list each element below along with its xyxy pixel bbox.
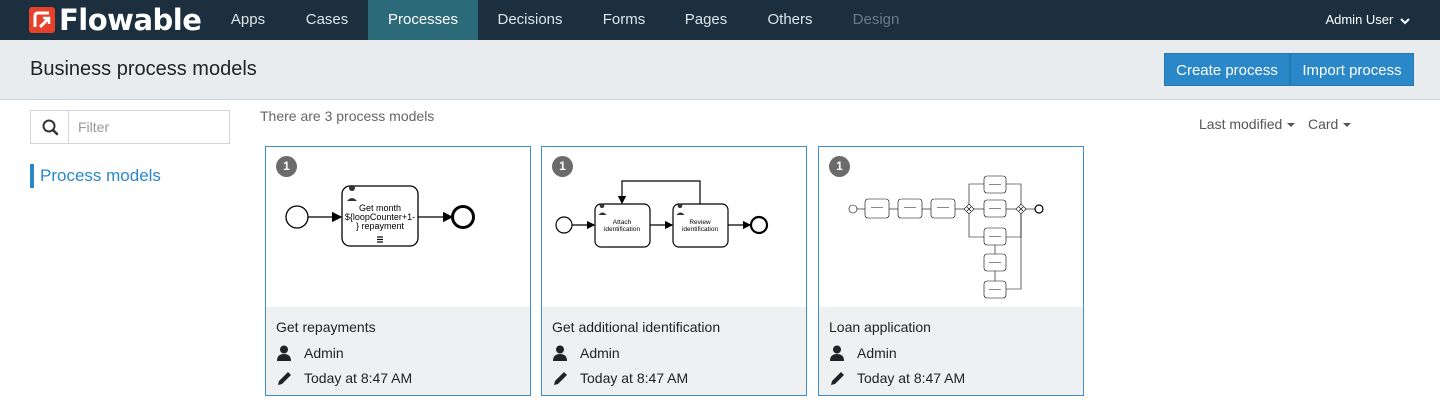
modified-date: Today at 8:47 AM <box>857 370 966 386</box>
caret-down-icon <box>1343 123 1352 128</box>
version-badge: 1 <box>829 156 850 177</box>
sidebar-item-process-models[interactable]: Process models <box>30 164 161 188</box>
filter-box <box>30 110 230 144</box>
page-header: Business process models Create process I… <box>0 40 1440 100</box>
sort-dropdown[interactable]: Last modified <box>1199 116 1296 132</box>
nav-design: Design <box>852 11 900 28</box>
nav-apps[interactable]: Apps <box>230 11 266 28</box>
process-card-get-additional-identification[interactable]: 1 Attach identification Review identific… <box>541 146 807 396</box>
nav-processes[interactable]: Processes <box>368 0 478 40</box>
import-process-button[interactable]: Import process <box>1290 53 1414 86</box>
flowable-logo[interactable]: Flowable <box>29 3 202 37</box>
flowable-logo-icon <box>29 7 55 33</box>
version-badge: 1 <box>552 156 573 177</box>
chevron-down-icon <box>1400 17 1410 24</box>
pencil-icon <box>554 372 567 385</box>
user-icon <box>553 345 567 361</box>
process-diagram-thumbnail: 1 Get month ${loopCounter+1- } repayment <box>266 147 530 307</box>
create-process-button[interactable]: Create process <box>1164 53 1290 86</box>
model-count: There are 3 process models <box>260 108 435 124</box>
process-card-get-repayments[interactable]: 1 Get month ${loopCounter+1- } repayment… <box>265 146 531 396</box>
nav-forms[interactable]: Forms <box>602 11 646 28</box>
caret-down-icon <box>1287 123 1296 128</box>
user-icon <box>830 345 844 361</box>
user-icon <box>277 345 291 361</box>
author-name: Admin <box>580 345 620 361</box>
author-row: Admin <box>829 343 897 363</box>
author-row: Admin <box>552 343 620 363</box>
top-navbar: Flowable Apps Cases Processes Decisions … <box>0 0 1440 40</box>
nav-pages[interactable]: Pages <box>684 11 728 28</box>
process-diagram-thumbnail: 1 <box>819 147 1083 307</box>
card-footer: Get additional identification Admin Toda… <box>542 307 806 395</box>
bpmn-diagram <box>848 175 1044 299</box>
task2-line1: Review <box>689 219 711 226</box>
modified-date: Today at 8:47 AM <box>580 370 689 386</box>
task1-line2: identification <box>604 226 641 233</box>
modified-row: Today at 8:47 AM <box>552 368 688 388</box>
process-card-loan-application[interactable]: 1 <box>818 146 1084 396</box>
user-name: Admin User <box>1325 12 1394 27</box>
card-footer: Loan application Admin Today at 8:47 AM <box>819 307 1083 395</box>
brand-name: Flowable <box>59 3 202 37</box>
process-diagram-thumbnail: 1 Attach identification Review identific… <box>542 147 806 307</box>
filter-search-button[interactable] <box>31 111 69 143</box>
task-label-line3: } repayment <box>356 221 405 231</box>
filter-input[interactable] <box>70 111 229 143</box>
modified-row: Today at 8:47 AM <box>829 368 965 388</box>
search-icon <box>42 119 59 136</box>
task-label-line1: Get month <box>359 203 401 213</box>
author-name: Admin <box>857 345 897 361</box>
author-name: Admin <box>304 345 344 361</box>
nav-decisions[interactable]: Decisions <box>497 11 563 28</box>
version-badge: 1 <box>276 156 297 177</box>
modified-row: Today at 8:47 AM <box>276 368 412 388</box>
user-menu[interactable]: Admin User <box>1325 0 1410 40</box>
view-dropdown-label: Card <box>1308 116 1339 132</box>
bpmn-diagram: Attach identification Review identificat… <box>555 180 769 248</box>
task-label-line2: ${loopCounter+1- <box>345 212 415 222</box>
pencil-icon <box>278 372 291 385</box>
modified-date: Today at 8:47 AM <box>304 370 413 386</box>
pencil-icon <box>831 372 844 385</box>
nav-cases[interactable]: Cases <box>305 11 349 28</box>
process-name: Loan application <box>829 319 931 335</box>
card-footer: Get repayments Admin Today at 8:47 AM <box>266 307 530 395</box>
process-name: Get additional identification <box>552 319 721 335</box>
page-title: Business process models <box>30 58 257 80</box>
task1-line1: Attach <box>613 219 632 226</box>
nav-others[interactable]: Others <box>767 11 813 28</box>
process-name: Get repayments <box>276 319 376 335</box>
sort-dropdown-label: Last modified <box>1199 116 1283 132</box>
author-row: Admin <box>276 343 344 363</box>
view-dropdown[interactable]: Card <box>1308 116 1352 132</box>
task2-line2: identification <box>682 226 719 233</box>
bpmn-diagram: Get month ${loopCounter+1- } repayment <box>285 185 475 247</box>
